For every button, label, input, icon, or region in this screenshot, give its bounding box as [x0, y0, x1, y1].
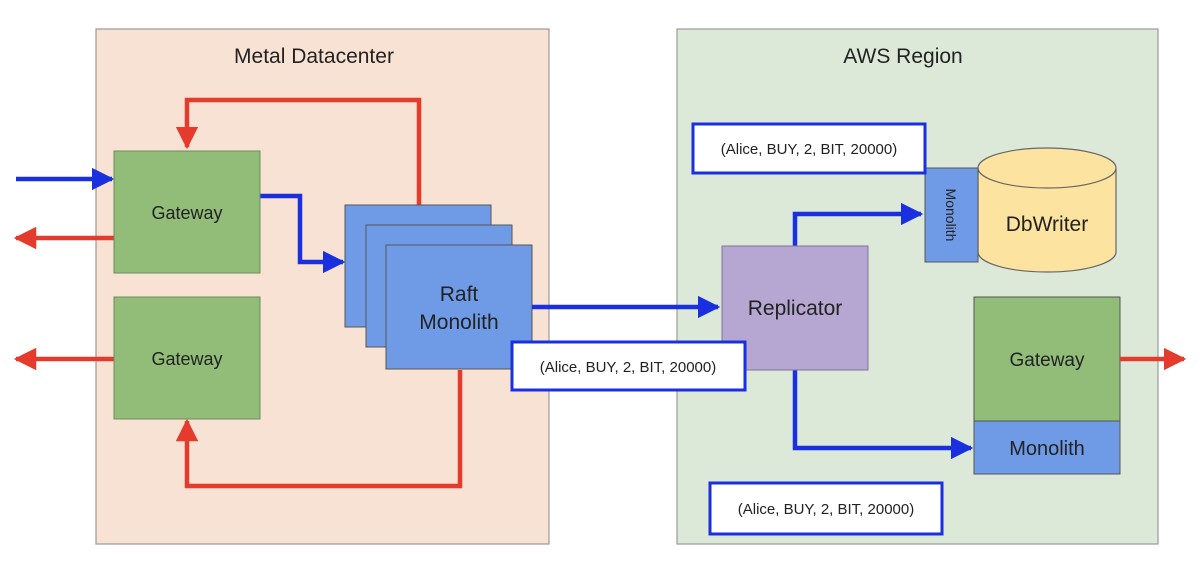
aws-region-title: AWS Region	[843, 45, 962, 68]
dbwriter-label: DbWriter	[1006, 213, 1088, 236]
dbwriter-database: DbWriter	[977, 147, 1117, 273]
message-label-center: (Alice, BUY, 2, BIT, 20000)	[510, 340, 747, 392]
message-bottom-right-text: (Alice, BUY, 2, BIT, 20000)	[738, 501, 914, 518]
loop-arrow-to-bottom-gateway	[175, 370, 463, 489]
gateway-bottom: Gateway	[113, 296, 261, 420]
gateway-top-label: Gateway	[151, 203, 222, 223]
raft-monolith-label-line1: Raft	[440, 283, 479, 306]
message-top-right-text: (Alice, BUY, 2, BIT, 20000)	[721, 141, 897, 158]
dbwriter-monolith-label: Monolith	[943, 189, 959, 242]
replicator-label: Replicator	[748, 297, 843, 320]
message-label-bottom-right: (Alice, BUY, 2, BIT, 20000)	[708, 481, 944, 536]
message-center-text: (Alice, BUY, 2, BIT, 20000)	[540, 359, 716, 376]
metal-datacenter-title: Metal Datacenter	[234, 45, 394, 68]
aws-gateway-label: Gateway	[1010, 350, 1085, 371]
raft-monolith-stack: Raft Monolith	[344, 204, 533, 370]
gateway-bottom-label: Gateway	[151, 349, 222, 369]
aws-monolith-label: Monolith	[1009, 438, 1085, 460]
loop-arrow-to-top-gateway	[175, 97, 422, 205]
gateway-to-raft-arrow	[260, 193, 346, 274]
replicator-to-aws-monolith-arrow	[792, 370, 974, 460]
raft-monolith-label-line2: Monolith	[419, 311, 498, 334]
aws-monolith: Monolith	[973, 420, 1121, 475]
aws-gateway: Gateway	[973, 296, 1121, 422]
message-label-top-right: (Alice, BUY, 2, BIT, 20000)	[691, 122, 927, 175]
dbwriter-monolith: Monolith	[924, 167, 979, 263]
gateway-top: Gateway	[113, 150, 261, 274]
replicator-to-dbwriter-arrow	[792, 202, 924, 246]
